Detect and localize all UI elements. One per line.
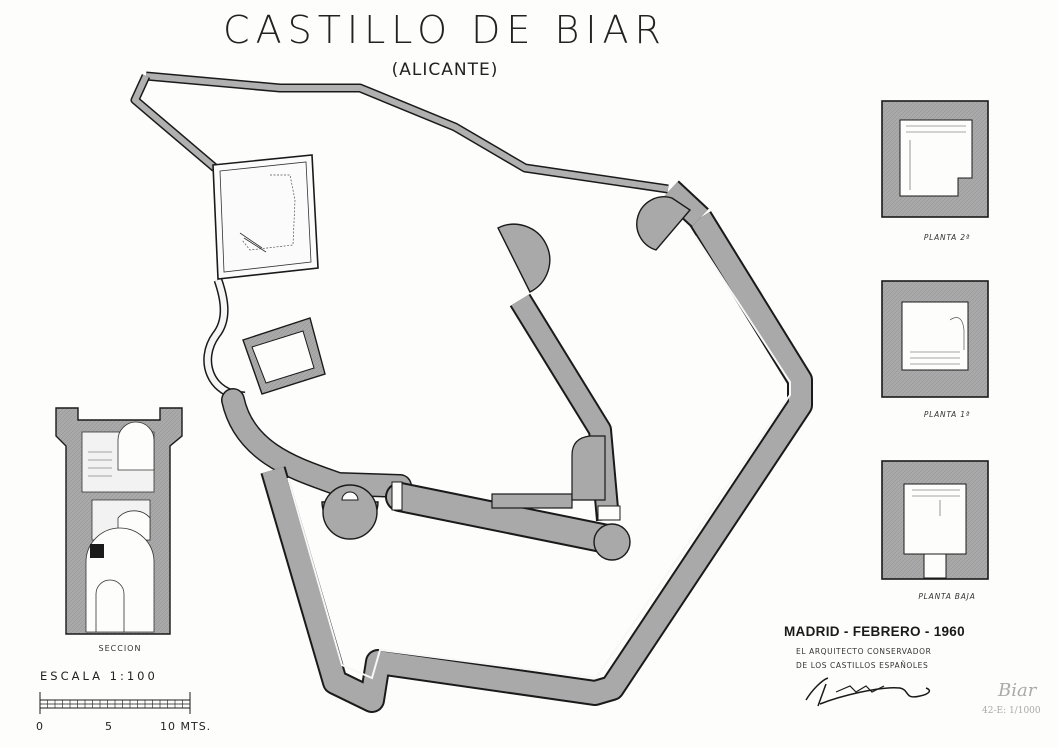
inner-bailey-walls — [321, 223, 631, 561]
architect-title-line2: DE LOS CASTILLOS ESPAÑOLES — [796, 661, 929, 670]
scale-tick-5: 5 — [105, 720, 113, 733]
place-date: MADRID - FEBRERO - 1960 — [784, 624, 965, 639]
outer-enceinte-wall — [221, 180, 813, 713]
architect-signature — [805, 677, 931, 707]
scale-title: ESCALA 1:100 — [40, 669, 158, 683]
architect-title-line1: EL ARQUITECTO CONSERVADOR — [796, 647, 932, 656]
graphic-scale-bar — [39, 692, 191, 714]
keep-tower-plan — [212, 154, 319, 280]
pencil-note-word: Biar — [998, 680, 1037, 701]
tower-plan-floor-1 — [881, 280, 989, 398]
drawing-subtitle: (ALICANTE) — [391, 60, 499, 80]
scale-tick-0: 0 — [36, 720, 44, 733]
tower-section-drawing — [55, 407, 183, 635]
tower-plan-floor-2 — [881, 100, 989, 218]
small-tower-plan — [242, 317, 326, 395]
label-planta-baja: PLANTA BAJA — [918, 592, 976, 601]
label-seccion: SECCION — [98, 644, 142, 653]
label-planta-1: PLANTA 1ª — [923, 410, 971, 419]
drawing-title: CASTILLO DE BIAR — [223, 8, 667, 52]
upper-enclosure-wall — [130, 71, 669, 401]
label-planta-2: PLANTA 2ª — [923, 233, 971, 242]
scale-tick-10: 10 MTS. — [160, 720, 212, 733]
pencil-note-ref: 42-E: 1/1000 — [982, 706, 1041, 716]
tower-plan-ground-floor — [881, 460, 989, 580]
